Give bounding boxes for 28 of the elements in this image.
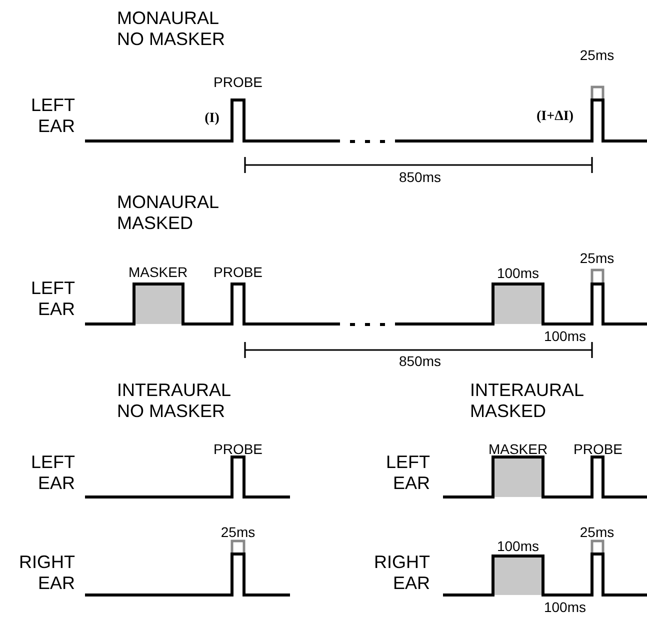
ear-label: LEFT EAR (384, 452, 430, 494)
ear-label: LEFT EAR (30, 95, 75, 137)
panel-heading: INTERAURAL NO MASKER (117, 380, 232, 422)
intensity-label: (I+ΔI) (536, 109, 574, 126)
stimulus-label: MASKER (128, 264, 188, 281)
ear-label: LEFT EAR (30, 452, 75, 494)
intensity-label: (I) (204, 111, 220, 128)
panel-heading: MONAURAL NO MASKER (117, 8, 226, 50)
duration-label: 850ms (398, 169, 442, 186)
duration-label: 25ms (580, 47, 614, 64)
duration-label: 25ms (580, 250, 614, 267)
panel-heading: MONAURAL MASKED (117, 192, 220, 234)
ear-label: RIGHT EAR (18, 552, 75, 594)
panel-heading: INTERAURAL MASKED (470, 380, 584, 422)
duration-label: 850ms (398, 353, 442, 370)
duration-label: 100ms (496, 265, 540, 282)
stimulus-label: PROBE (214, 264, 262, 281)
stimulus-label: PROBE (574, 441, 622, 458)
stimulus-label: PROBE (214, 441, 262, 458)
stimulus-label: MASKER (488, 441, 548, 458)
duration-label: 25ms (220, 524, 256, 541)
ear-label: LEFT EAR (30, 278, 75, 320)
ear-label: RIGHT EAR (373, 552, 430, 594)
stimulus-label: PROBE (214, 74, 262, 91)
duration-label: 25ms (580, 524, 614, 541)
duration-label: 100ms (544, 328, 586, 345)
duration-label: 100ms (544, 599, 586, 616)
duration-label: 100ms (496, 538, 540, 555)
